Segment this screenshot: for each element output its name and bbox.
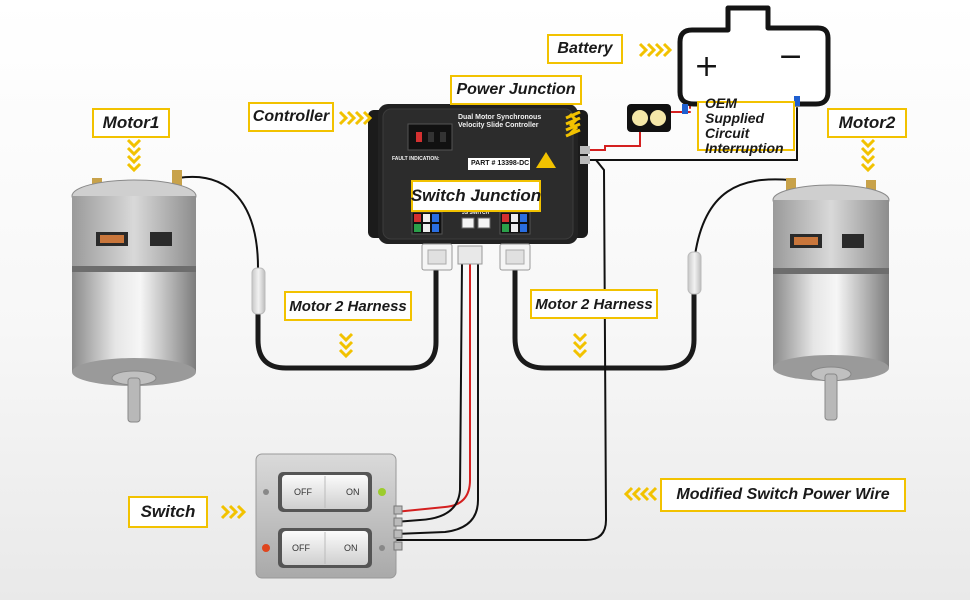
controller-switch-port-label: JS SWITCH <box>462 210 490 216</box>
top-switch-on-label: ON <box>346 487 360 497</box>
right-wire-boot <box>687 251 702 295</box>
motor1-lead-wire <box>177 175 259 269</box>
battery-positive-wire <box>581 127 641 151</box>
label-motor2-harness-left: Motor 2 Harness <box>284 291 412 321</box>
switch-red-wire <box>394 261 471 513</box>
bottom-switch-off-label: OFF <box>292 543 310 553</box>
bottom-rocker-switch[interactable] <box>278 528 372 568</box>
harness-connectors <box>421 243 531 271</box>
switch-panel <box>255 453 403 579</box>
right-harness-wire <box>512 267 697 371</box>
switch-black-wire-1 <box>394 261 463 523</box>
motor2-illustration <box>772 178 890 421</box>
motor2-lead-wire <box>694 178 791 256</box>
top-switch-off-label: OFF <box>294 487 312 497</box>
right-harness-chevron-icon <box>572 332 588 359</box>
switch-chevron-icon <box>220 504 247 520</box>
label-modified-switch-power-wire: Modified Switch Power Wire <box>660 478 906 512</box>
switch-black-wire-2 <box>394 261 479 535</box>
label-controller: Controller <box>248 102 334 132</box>
label-motor2-harness-right: Motor 2 Harness <box>530 289 658 319</box>
left-wire-boot <box>251 267 266 315</box>
label-battery: Battery <box>547 34 623 64</box>
controller-title-line2: Velocity Slide Controller <box>458 122 539 129</box>
top-rocker-switch[interactable] <box>278 472 372 512</box>
battery-chevron-icon <box>638 42 673 58</box>
circuit-connector <box>627 96 800 132</box>
oem-ground-wire <box>581 107 798 161</box>
chevrons <box>126 42 876 520</box>
left-harness-chevron-icon <box>338 332 354 359</box>
battery-icon: + − <box>677 5 831 107</box>
switch-harness-connector <box>457 245 483 265</box>
battery-plus-icon: + <box>694 49 719 84</box>
controller-part-number: PART # 13398-DC <box>471 160 530 167</box>
motor1-illustration <box>71 170 197 423</box>
part-number-box <box>468 158 530 170</box>
power-junction-chevron-icon <box>568 112 579 136</box>
motor1-chevron-icon <box>126 138 142 173</box>
label-switch-junction: Switch Junction <box>411 180 541 212</box>
left-harness-wire <box>255 267 439 371</box>
controller-title-line1: Dual Motor Synchronous <box>458 114 542 121</box>
label-oem-circuit-interruption: OEM Supplied Circuit Interruption <box>697 96 795 156</box>
modified-switch-power-wire <box>394 159 608 541</box>
motor2-chevron-icon <box>860 138 876 173</box>
bottom-switch-on-label: ON <box>344 543 358 553</box>
controller-chevron-icon <box>338 110 373 126</box>
controller-fault-indication: FAULT INDICATION: <box>392 156 440 162</box>
battery-minus-icon: − <box>778 39 803 74</box>
label-motor1: Motor1 <box>92 108 170 138</box>
warning-icon <box>536 152 556 168</box>
label-switch: Switch <box>128 496 208 528</box>
modified-wire-chevron-icon <box>623 486 658 502</box>
label-motor2: Motor2 <box>827 108 907 138</box>
label-power-junction: Power Junction <box>450 75 582 105</box>
